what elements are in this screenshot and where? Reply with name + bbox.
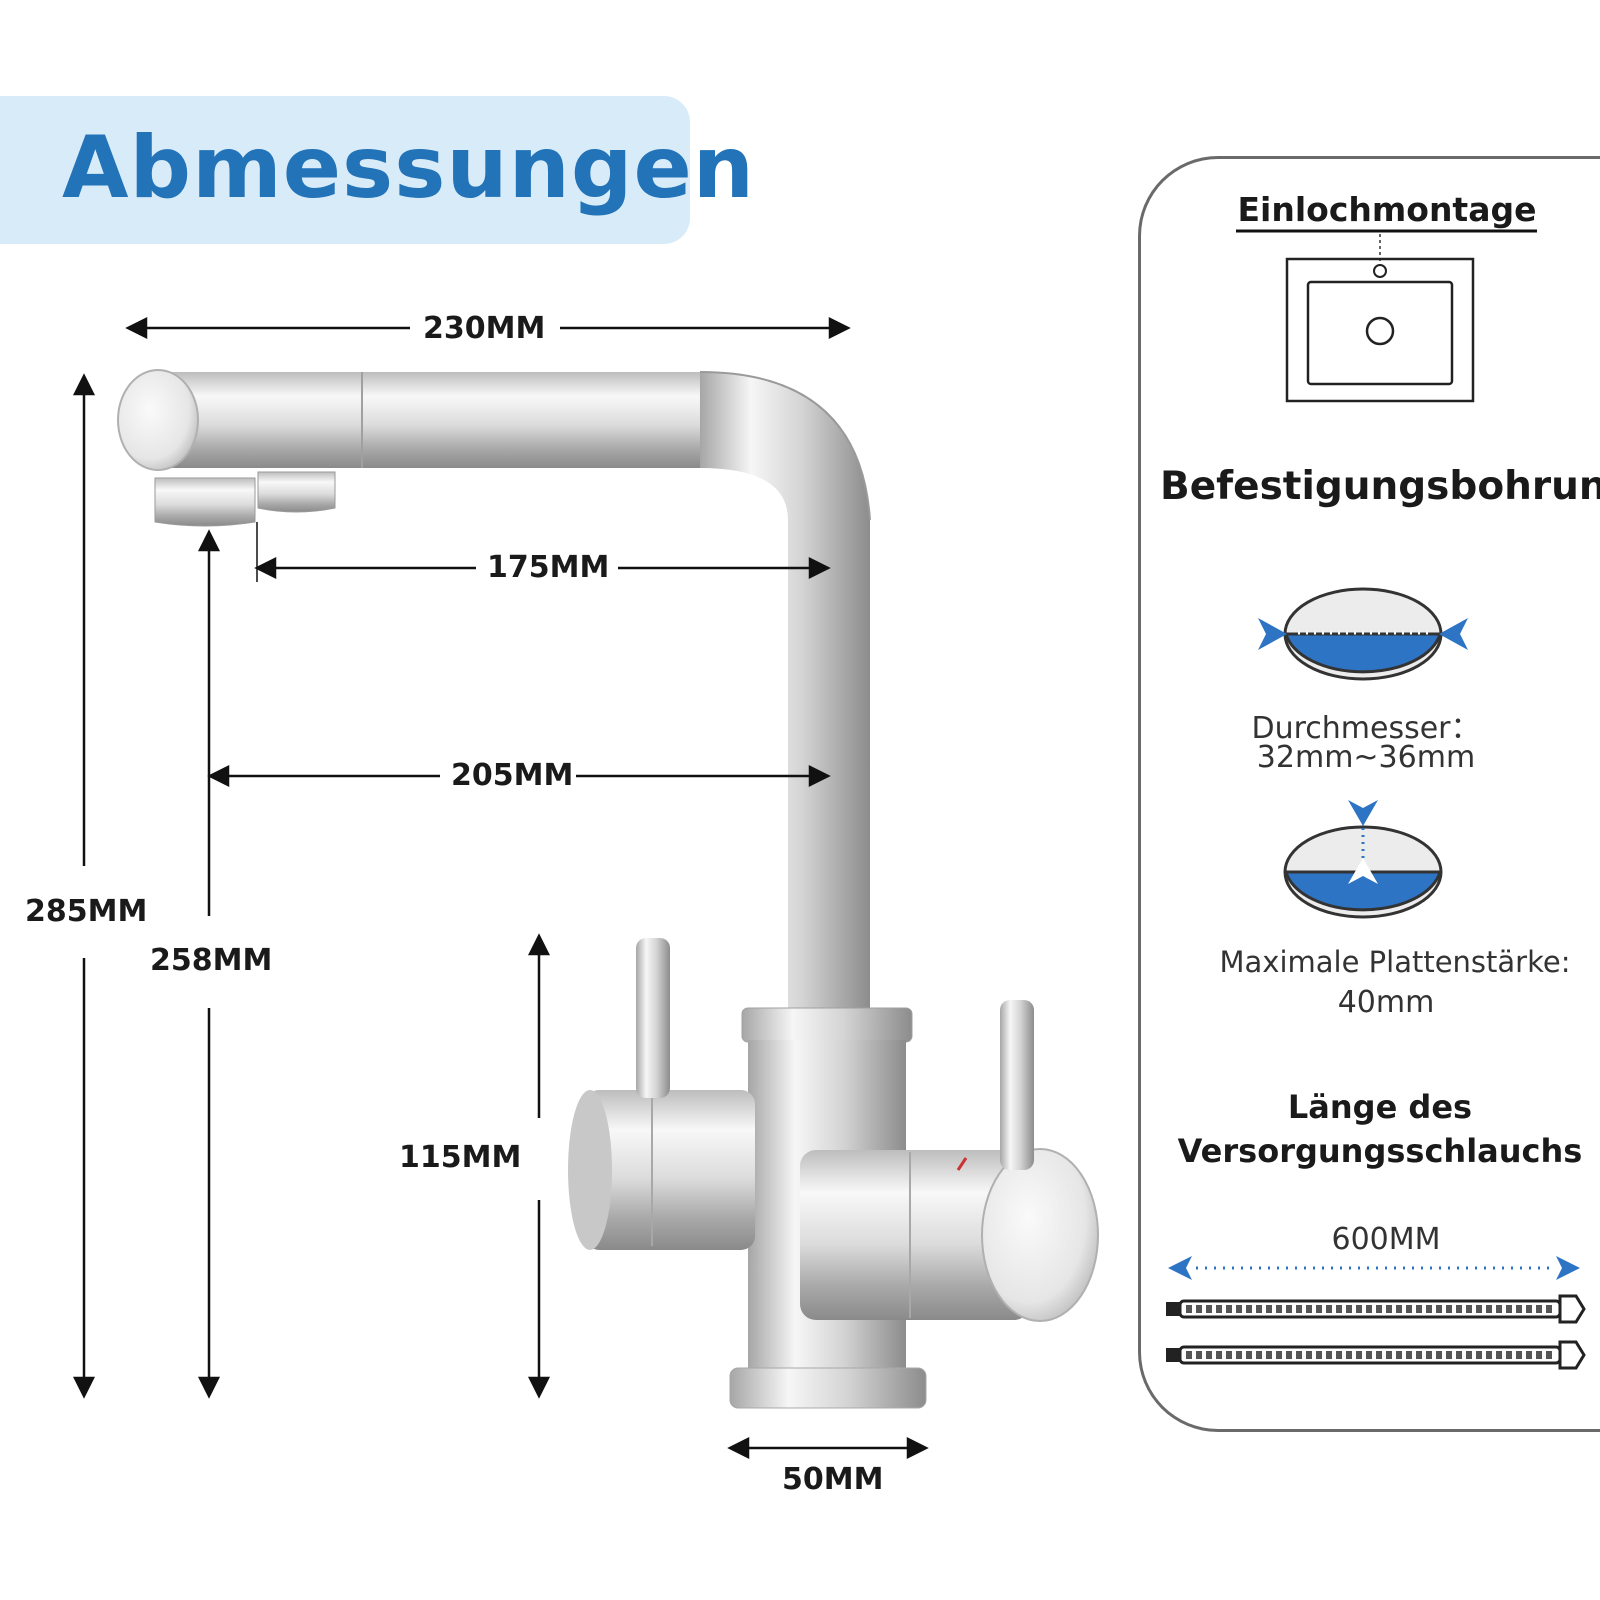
dimension-lines: [72, 316, 929, 1460]
dim-height-outlet: 258MM: [150, 943, 273, 978]
diameter-value: 32mm~36mm: [1256, 740, 1476, 775]
dim-spout-reach: 175MM: [487, 550, 610, 585]
hole-heading: Befestigungsbohrung: [1160, 464, 1600, 509]
dim-reach-body: 205MM: [451, 758, 574, 793]
thickness-value: 40mm: [1337, 985, 1435, 1020]
mount-heading: Einlochmontage: [1237, 190, 1537, 229]
thickness-label: Maximale Plattenstärke:: [1219, 945, 1571, 979]
faucet-body: [568, 938, 1099, 1409]
dim-width-total: 230MM: [423, 311, 546, 346]
dim-base-diameter: 50MM: [782, 1462, 884, 1497]
dim-height-total: 285MM: [25, 894, 148, 929]
dim-handle-height: 115MM: [399, 1140, 522, 1175]
diameter-label: Durchmesser：: [1251, 711, 1481, 746]
hose-heading-line1: Länge des: [1287, 1088, 1473, 1126]
title-banner: [0, 96, 690, 244]
faucet-spout: [117, 369, 871, 1010]
hose-heading-line2: Versorgungsschlauchs: [1177, 1132, 1583, 1170]
hose-length: 600MM: [1331, 1222, 1441, 1257]
page-title: Abmessungen: [62, 118, 755, 218]
